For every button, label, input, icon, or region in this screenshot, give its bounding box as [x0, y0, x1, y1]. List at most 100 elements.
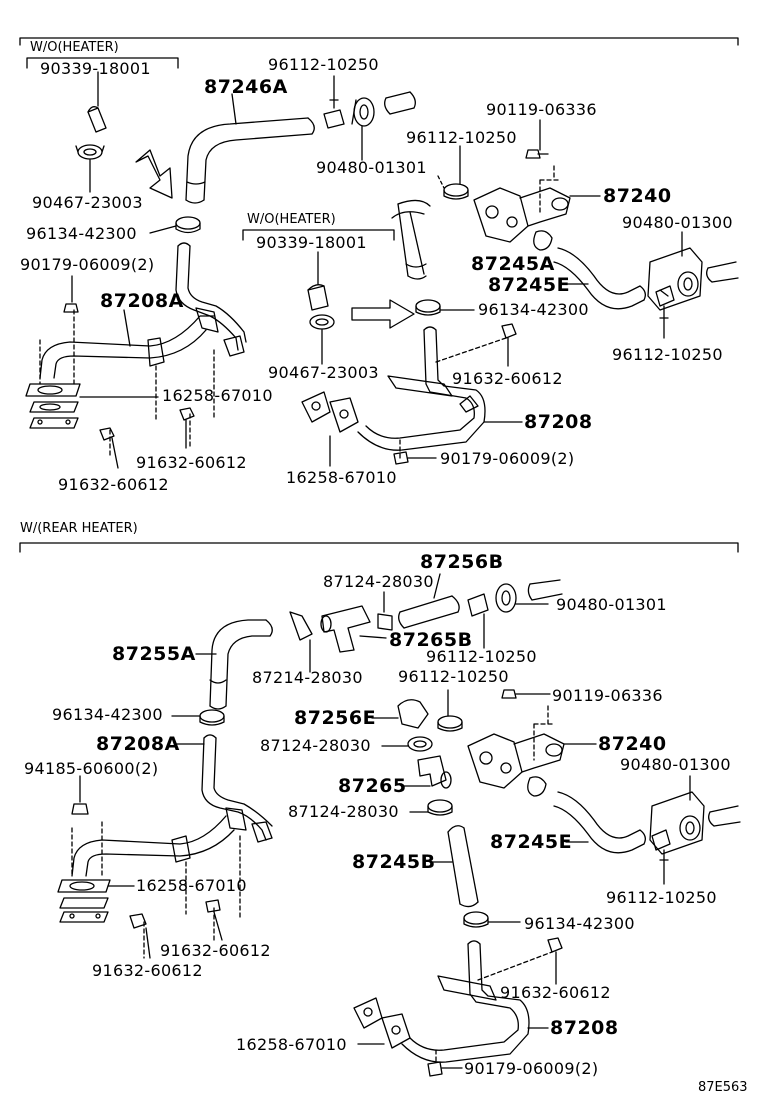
bolt-91632-c-icon: [501, 323, 517, 367]
clamp-96134-b-icon: [415, 299, 475, 316]
part-label-87265: 87265: [338, 775, 407, 797]
bolt-91632-b-icon: [179, 407, 195, 449]
part-label-91632-60612-a: 91632-60612: [58, 475, 169, 494]
part-label-96134-42300-d: 96134-42300: [524, 914, 635, 933]
water-outlet-87240-b-icon: [467, 733, 597, 797]
part-label-87208-b: 87208: [550, 1017, 619, 1039]
pipe-87208-top-icon: [357, 326, 523, 451]
tube-short-c-icon: [527, 579, 563, 601]
bolt-91632-d-icon: [129, 913, 151, 959]
arrow-icon: [135, 149, 173, 199]
part-label-91632-60612-d: 91632-60612: [92, 961, 203, 980]
part-label-87208A-b: 87208A: [96, 733, 180, 755]
part-label-87245E-b: 87245E: [490, 831, 573, 853]
clamp-96134-icon: [149, 216, 201, 234]
fitting-87265B-icon: [320, 605, 387, 653]
cap-90339-icon: [87, 71, 107, 133]
bolt-90179-b-icon: [393, 451, 437, 465]
part-label-90467-23003-b: 90467-23003: [268, 363, 379, 382]
part-label-90339-18001-b: 90339-18001: [256, 233, 367, 252]
hose-87246A-icon: [185, 93, 315, 204]
part-label-90119-06336-b: 90119-06336: [552, 686, 663, 705]
part-label-87245E: 87245E: [488, 274, 571, 296]
part-label-96112-10250-e: 96112-10250: [398, 667, 509, 686]
bolt-91632-e-icon: [205, 899, 223, 941]
section-title-inner-without-heater: W/O(HEATER): [247, 212, 336, 227]
part-label-87124-28030-b: 87124-28030: [260, 736, 371, 755]
part-label-94185-60600: 94185-60600(2): [24, 759, 159, 778]
section-title-with-rear-heater: W/(REAR HEATER): [20, 521, 138, 536]
part-label-87208: 87208: [524, 411, 593, 433]
bolt-90179-icon: [63, 275, 79, 313]
part-label-87256B: 87256B: [420, 551, 504, 573]
clamp-87124-a-icon: [377, 591, 393, 631]
part-label-87256E: 87256E: [294, 707, 377, 729]
part-label-90480-01300-b: 90480-01300: [620, 755, 731, 774]
clamp-96112-c-icon: [655, 285, 675, 339]
part-label-90480-01301: 90480-01301: [316, 158, 427, 177]
hose-87245A-icon: [391, 199, 431, 280]
part-label-87255A: 87255A: [112, 643, 196, 665]
pipe-87208-bottom-icon: [401, 940, 549, 1063]
gasket-16258-c-icon: [353, 997, 411, 1049]
clamp-96112-b-icon: [437, 145, 469, 200]
top-section-bracket: [19, 37, 739, 46]
flange-gasket-left-icon: [25, 383, 159, 429]
part-label-87240: 87240: [603, 185, 672, 207]
clamp-90467-b-icon: [309, 314, 335, 365]
clamp-87124-b-icon: [381, 736, 433, 752]
part-label-90119-06336: 90119-06336: [486, 100, 597, 119]
tube-short-d-icon: [708, 805, 741, 827]
clamp-96112-a-icon: [323, 75, 345, 129]
part-label-91632-60612-e: 91632-60612: [160, 941, 271, 960]
gasket-16258-b-icon: [301, 391, 359, 467]
bolt-91632-f-icon: [547, 937, 563, 985]
grommet-90480-c-icon: [495, 583, 549, 613]
part-label-96112-10250-c: 96112-10250: [612, 345, 723, 364]
dashed-guides-bottom-right: [533, 705, 553, 761]
part-label-96134-42300-c: 96134-42300: [52, 705, 163, 724]
fitting-87265-icon: [403, 755, 452, 789]
hose-87245E-icon: [553, 247, 646, 310]
clamp-96112-b2-icon: [437, 689, 463, 732]
figure-code: 87E563: [698, 1080, 748, 1095]
part-label-87245B: 87245B: [352, 851, 436, 873]
dashed-guides-top-right: [539, 165, 561, 215]
part-label-91632-60612-b: 91632-60612: [136, 453, 247, 472]
tube-short-b-icon: [706, 261, 739, 283]
hose-87245B-icon: [429, 825, 479, 908]
bolt-90179-c-icon: [427, 1061, 463, 1077]
clamp-96112-c2-icon: [651, 829, 671, 885]
dashed-guides-bottom-left: [71, 821, 241, 959]
part-label-87208A: 87208A: [100, 290, 184, 312]
part-label-96134-42300: 96134-42300: [26, 224, 137, 243]
hose-87256B-icon: [398, 573, 460, 629]
dashed-guides-inner: [399, 337, 507, 461]
flange-gasket-bottom-icon: [57, 879, 135, 923]
part-label-90339-18001: 90339-18001: [40, 59, 151, 78]
hose-87245E-b-icon: [553, 791, 646, 854]
part-label-90179-06009: 90179-06009(2): [20, 255, 155, 274]
part-label-96112-10250-b: 96112-10250: [406, 128, 517, 147]
cap-90339-b-icon: [307, 251, 329, 311]
part-label-87240-b: 87240: [598, 733, 667, 755]
part-label-90179-06009-b: 90179-06009(2): [440, 449, 575, 468]
grommet-90480-d-icon: [649, 775, 705, 855]
part-label-87246A: 87246A: [204, 76, 288, 98]
clamp-87124-c-icon: [409, 799, 453, 816]
part-label-90480-01300: 90480-01300: [622, 213, 733, 232]
pipe-87208A-b-icon: [71, 734, 273, 877]
hose-87255A-icon: [195, 619, 273, 710]
clamp-87214-icon: [289, 611, 313, 673]
part-label-16258-67010-c: 16258-67010: [136, 876, 247, 895]
arrow-right-icon: [351, 299, 415, 329]
bolt-91632-a-icon: [99, 427, 119, 469]
part-label-16258-67010-d: 16258-67010: [236, 1035, 347, 1054]
bolt-90119-icon: [525, 119, 549, 159]
clamp-96112-b1-icon: [467, 593, 489, 649]
part-label-90179-06009-c: 90179-06009(2): [464, 1059, 599, 1078]
grommet-90480-b-icon: [647, 231, 703, 311]
part-label-87214-28030: 87214-28030: [252, 668, 363, 687]
section-title-without-heater: W/O(HEATER): [30, 40, 119, 55]
nut-94185-icon: [71, 775, 89, 815]
